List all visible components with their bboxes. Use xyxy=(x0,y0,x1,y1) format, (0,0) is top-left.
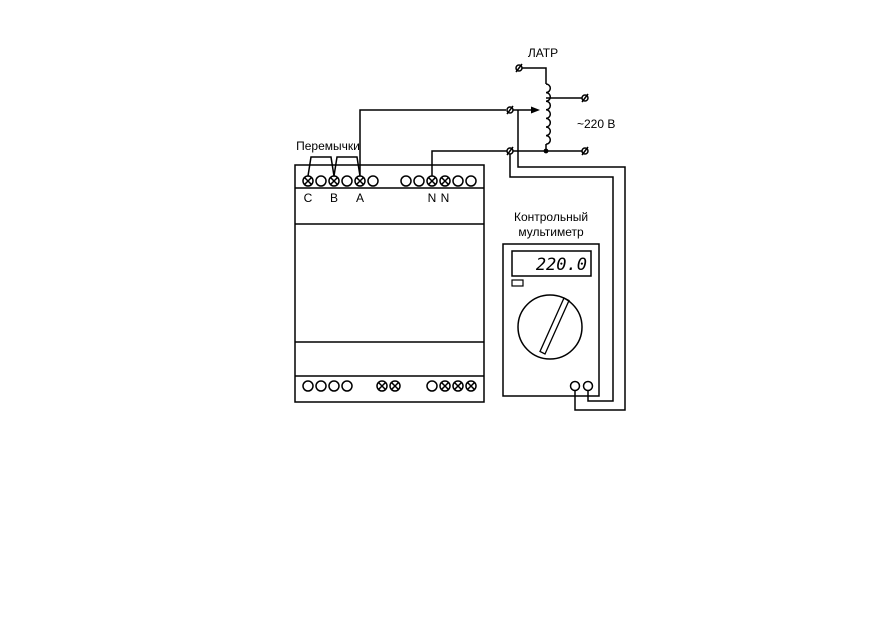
terminal-label-n2: N xyxy=(441,191,450,205)
terminal-used xyxy=(465,380,477,392)
latr-neutral-terminal-slash xyxy=(506,146,514,156)
multimeter-display xyxy=(511,250,592,277)
terminal-a-cross xyxy=(355,176,365,186)
latr-output-terminal-lower xyxy=(581,147,589,155)
voltage-label: ~220 В xyxy=(577,117,615,131)
terminal-empty xyxy=(302,380,314,392)
terminal-empty xyxy=(341,175,353,187)
terminal-empty xyxy=(400,175,412,187)
wire-phase-a xyxy=(359,109,506,176)
device-housing xyxy=(294,164,485,403)
terminal-n-cross xyxy=(440,176,450,186)
terminal-used xyxy=(389,380,401,392)
jumpers-label: Перемычки xyxy=(296,139,360,153)
multimeter-switch-pointer xyxy=(539,297,570,355)
multimeter xyxy=(502,243,600,397)
probe-lead-phase xyxy=(517,110,626,411)
latr-input-terminal-slash xyxy=(515,63,523,73)
jumper-c-b xyxy=(307,156,335,177)
terminal-used-cross xyxy=(466,381,476,391)
terminal-used-cross xyxy=(390,381,400,391)
probe-lead-neutral xyxy=(509,154,614,402)
terminal-label-n1: N xyxy=(428,191,437,205)
terminal-empty xyxy=(452,175,464,187)
jumper-b-a xyxy=(333,156,361,177)
terminal-empty xyxy=(315,175,327,187)
top-terminal-row xyxy=(302,175,477,187)
terminal-used xyxy=(452,380,464,392)
terminal-empty xyxy=(328,380,340,392)
latr-wiper-terminal-slash xyxy=(506,105,514,115)
terminal-empty xyxy=(465,175,477,187)
latr-output-terminal-upper xyxy=(581,94,589,102)
latr-label: ЛАТР xyxy=(528,46,558,60)
terminal-empty xyxy=(367,175,379,187)
terminal-used-cross xyxy=(453,381,463,391)
probe-jack-right xyxy=(582,380,594,392)
latr-output-terminal-upper-slash xyxy=(581,93,589,103)
terminal-empty xyxy=(413,175,425,187)
multimeter-rotary-switch xyxy=(517,294,583,360)
multimeter-label-line2: мультиметр xyxy=(518,225,584,239)
terminal-empty xyxy=(426,380,438,392)
bottom-terminal-row xyxy=(302,380,477,392)
terminal-empty xyxy=(315,380,327,392)
latr-coil xyxy=(545,83,552,145)
terminal-label-a: A xyxy=(356,191,364,205)
terminal-n xyxy=(439,175,451,187)
terminal-empty xyxy=(341,380,353,392)
multimeter-body xyxy=(502,243,600,397)
latr-top-lead xyxy=(522,67,547,84)
terminal-b-cross xyxy=(329,176,339,186)
wire-neutral xyxy=(431,150,507,176)
terminal-used-cross xyxy=(377,381,387,391)
terminal-label-c: C xyxy=(304,191,313,205)
multimeter-label-line1: Контрольный xyxy=(514,210,588,224)
latr-junction-dot xyxy=(543,148,549,154)
terminal-used-cross xyxy=(440,381,450,391)
probe-jack-left xyxy=(569,380,581,392)
terminal-n-cross xyxy=(427,176,437,186)
terminal-used xyxy=(439,380,451,392)
device-body xyxy=(294,164,485,403)
latr-output-terminal-lower-slash xyxy=(581,146,589,156)
multimeter-display-value: 220.0 xyxy=(536,255,587,275)
multimeter-indicator xyxy=(511,279,524,287)
terminal-c-cross xyxy=(303,176,313,186)
latr-wiper-arrow xyxy=(531,106,540,114)
autotransformer xyxy=(506,63,589,156)
terminal-used xyxy=(376,380,388,392)
terminal-label-b: B xyxy=(330,191,338,205)
